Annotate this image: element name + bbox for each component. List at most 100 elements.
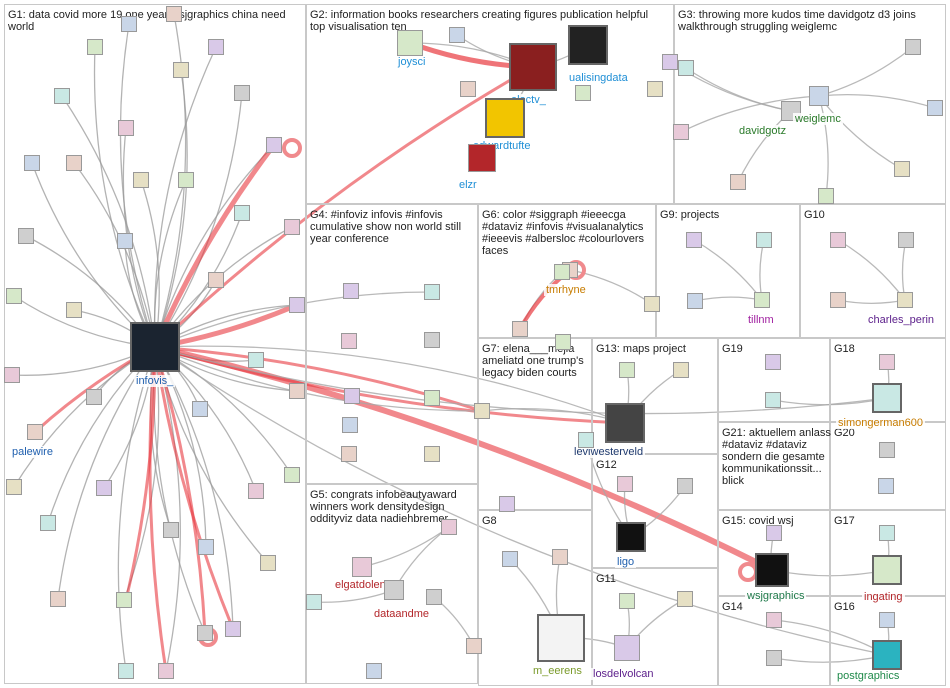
avatar-node[interactable] <box>50 591 66 607</box>
avatar-node[interactable] <box>687 293 703 309</box>
avatar-node[interactable] <box>575 85 591 101</box>
avatar-node[interactable] <box>678 60 694 76</box>
avatar-node[interactable] <box>66 302 82 318</box>
avatar-node[interactable] <box>424 390 440 406</box>
avatar-node[interactable] <box>449 27 465 43</box>
avatar-node[interactable] <box>555 334 571 350</box>
avatar-node[interactable] <box>24 155 40 171</box>
avatar-node[interactable] <box>166 6 182 22</box>
node-ualisingdata[interactable] <box>568 25 608 65</box>
avatar-node[interactable] <box>163 522 179 538</box>
avatar-node[interactable] <box>173 62 189 78</box>
avatar-node[interactable] <box>673 124 689 140</box>
avatar-node[interactable] <box>208 39 224 55</box>
node-leviwesterveld[interactable] <box>605 403 645 443</box>
avatar-node[interactable] <box>766 525 782 541</box>
avatar-node[interactable] <box>466 638 482 654</box>
avatar-node[interactable] <box>306 594 322 610</box>
avatar-node[interactable] <box>4 367 20 383</box>
avatar-node[interactable] <box>879 442 895 458</box>
avatar-node[interactable] <box>898 232 914 248</box>
avatar-node[interactable] <box>619 362 635 378</box>
avatar-node[interactable] <box>86 389 102 405</box>
avatar-node[interactable] <box>619 593 635 609</box>
node-simongerman600[interactable] <box>872 383 902 413</box>
avatar-node[interactable] <box>617 476 633 492</box>
avatar-node[interactable] <box>234 205 250 221</box>
avatar-node[interactable] <box>499 496 515 512</box>
avatar-node[interactable] <box>118 663 134 679</box>
node-joysci[interactable] <box>397 30 423 56</box>
node-wsjgraphics[interactable] <box>755 553 789 587</box>
avatar-node[interactable] <box>87 39 103 55</box>
avatar-node[interactable] <box>54 88 70 104</box>
node-elzr[interactable] <box>468 144 496 172</box>
avatar-node[interactable] <box>512 321 528 337</box>
avatar-node[interactable] <box>40 515 56 531</box>
avatar-node[interactable] <box>765 392 781 408</box>
avatar-node[interactable] <box>6 288 22 304</box>
avatar-node[interactable] <box>248 483 264 499</box>
avatar-node[interactable] <box>96 480 112 496</box>
avatar-node[interactable] <box>765 354 781 370</box>
avatar-node[interactable] <box>266 137 282 153</box>
avatar-node[interactable] <box>686 232 702 248</box>
node-tillnm[interactable] <box>754 292 770 308</box>
avatar-node[interactable] <box>234 85 250 101</box>
node-losdelvolcan[interactable] <box>614 635 640 661</box>
avatar-node[interactable] <box>424 446 440 462</box>
avatar-node[interactable] <box>197 625 213 641</box>
avatar-node[interactable] <box>344 388 360 404</box>
avatar-node[interactable] <box>284 219 300 235</box>
avatar-node[interactable] <box>343 283 359 299</box>
avatar-node[interactable] <box>121 16 137 32</box>
node-edwardtufte[interactable] <box>485 98 525 138</box>
avatar-node[interactable] <box>289 383 305 399</box>
avatar-node[interactable] <box>677 591 693 607</box>
avatar-node[interactable] <box>879 354 895 370</box>
avatar-node[interactable] <box>225 621 241 637</box>
avatar-node[interactable] <box>474 403 490 419</box>
node-elgatdolent[interactable] <box>352 557 372 577</box>
avatar-node[interactable] <box>766 612 782 628</box>
node-dataandme[interactable] <box>384 580 404 600</box>
avatar-node[interactable] <box>927 100 943 116</box>
avatar-node[interactable] <box>284 467 300 483</box>
avatar-node[interactable] <box>578 432 594 448</box>
avatar-node[interactable] <box>118 120 134 136</box>
node-palewire[interactable] <box>27 424 43 440</box>
avatar-node[interactable] <box>341 333 357 349</box>
avatar-node[interactable] <box>830 232 846 248</box>
node-charles_perin[interactable] <box>897 292 913 308</box>
avatar-node[interactable] <box>644 296 660 312</box>
avatar-node[interactable] <box>117 233 133 249</box>
avatar-node[interactable] <box>878 478 894 494</box>
avatar-node[interactable] <box>424 284 440 300</box>
avatar-node[interactable] <box>879 612 895 628</box>
avatar-node[interactable] <box>248 352 264 368</box>
node-m_eerens[interactable] <box>537 614 585 662</box>
avatar-node[interactable] <box>662 54 678 70</box>
node-electv[interactable] <box>509 43 557 91</box>
avatar-node[interactable] <box>647 81 663 97</box>
avatar-node[interactable] <box>460 81 476 97</box>
avatar-node[interactable] <box>554 264 570 280</box>
avatar-node[interactable] <box>756 232 772 248</box>
avatar-node[interactable] <box>342 417 358 433</box>
avatar-node[interactable] <box>673 362 689 378</box>
avatar-node[interactable] <box>116 592 132 608</box>
avatar-node[interactable] <box>502 551 518 567</box>
node-postgraphics[interactable] <box>872 640 902 670</box>
avatar-node[interactable] <box>192 401 208 417</box>
node-weiglemc[interactable] <box>809 86 829 106</box>
avatar-node[interactable] <box>260 555 276 571</box>
avatar-node[interactable] <box>424 332 440 348</box>
avatar-node[interactable] <box>730 174 746 190</box>
avatar-node[interactable] <box>289 297 305 313</box>
avatar-node[interactable] <box>18 228 34 244</box>
avatar-node[interactable] <box>677 478 693 494</box>
avatar-node[interactable] <box>6 479 22 495</box>
avatar-node[interactable] <box>894 161 910 177</box>
node-infovis[interactable] <box>130 322 180 372</box>
avatar-node[interactable] <box>341 446 357 462</box>
